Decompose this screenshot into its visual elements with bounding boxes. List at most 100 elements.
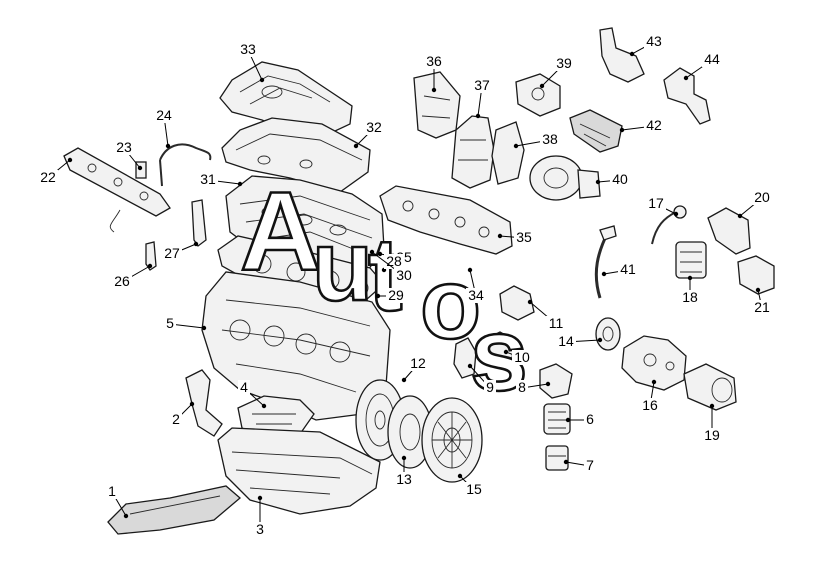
callout-9: 9 [467, 363, 496, 395]
callout-number-7: 7 [586, 457, 594, 473]
callout-4: 4 [238, 379, 267, 409]
callout-41: 41 [601, 261, 638, 277]
callout-label-bg-23 [114, 140, 134, 155]
callout-label-bg-9 [484, 380, 496, 395]
part-injection-pump [621, 335, 687, 391]
callout-16: 16 [640, 379, 660, 413]
callout-26: 26 [112, 263, 153, 289]
part-catalytic-converter [451, 115, 495, 189]
callout-number-41: 41 [620, 261, 636, 277]
callout-number-3: 3 [256, 521, 264, 537]
callout-label-bg-32 [364, 120, 384, 135]
callout-label-bg-18 [680, 290, 700, 305]
callout-34: 34 [466, 267, 486, 303]
callout-number-42: 42 [646, 117, 662, 133]
callout-number-35: 35 [516, 229, 532, 245]
callout-label-bg-14 [556, 334, 576, 349]
callout-label-bg-24 [154, 108, 174, 123]
callout-label-bg-15 [464, 482, 484, 497]
callout-number-37: 37 [474, 77, 490, 93]
callout-number-30: 30 [396, 267, 412, 283]
leader-dot-23 [137, 165, 143, 171]
leader-dot-14 [597, 337, 603, 343]
callout-number-2: 2 [172, 411, 180, 427]
callout-label-bg-44 [702, 52, 722, 67]
callout-number-16: 16 [642, 397, 658, 413]
callout-21: 21 [752, 287, 772, 315]
callout-13: 13 [394, 455, 414, 487]
callout-27: 27 [162, 241, 199, 261]
callout-number-14: 14 [558, 333, 574, 349]
callout-label-bg-16 [640, 398, 660, 413]
callout-label-bg-5 [164, 316, 176, 331]
callout-43: 43 [629, 33, 664, 57]
part-turbo-heat-shield [569, 109, 623, 153]
callout-number-21: 21 [754, 299, 770, 315]
callout-number-39: 39 [556, 55, 572, 71]
leader-dot-38 [513, 143, 519, 149]
leader-dot-32 [353, 143, 359, 149]
leader-dot-44 [683, 75, 689, 81]
callout-18: 18 [680, 275, 700, 305]
leader-dot-7 [563, 459, 569, 465]
callout-label-bg-21 [752, 300, 772, 315]
callout-number-12: 12 [410, 355, 426, 371]
callout-number-13: 13 [396, 471, 412, 487]
part-heat-shield [413, 71, 461, 139]
callout-label-bg-39 [554, 56, 574, 71]
part-egr-valve [515, 73, 561, 117]
callout-3: 3 [254, 495, 266, 537]
callout-number-20: 20 [754, 189, 770, 205]
callout-number-36: 36 [426, 53, 442, 69]
callout-22: 22 [38, 157, 73, 185]
callout-label-bg-30 [394, 268, 414, 283]
callout-42: 42 [619, 117, 664, 133]
callout-label-bg-17 [646, 196, 666, 211]
callout-number-38: 38 [542, 131, 558, 147]
leader-dot-1 [123, 513, 129, 519]
callout-label-bg-36 [424, 54, 444, 69]
part-oil-pickup [185, 369, 223, 437]
callout-label-bg-35 [514, 230, 534, 245]
part-engine-cover [219, 61, 353, 139]
callout-number-31: 31 [200, 171, 216, 187]
callout-label-bg-41 [618, 262, 638, 277]
callout-35: 35 [497, 229, 534, 245]
callout-31: 31 [198, 171, 243, 187]
callout-label-bg-20 [752, 190, 772, 205]
leader-dot-19 [709, 403, 715, 409]
leader-dot-10 [503, 349, 509, 355]
callout-38: 38 [513, 131, 560, 149]
callout-label-bg-31 [198, 172, 218, 187]
leader-dot-40 [595, 179, 601, 185]
callout-14: 14 [556, 333, 603, 349]
part-underbody-shield [107, 485, 242, 535]
part-mount-bracket [707, 207, 751, 255]
callout-number-23: 23 [116, 139, 132, 155]
callout-number-19: 19 [704, 427, 720, 443]
callout-label-bg-3 [254, 522, 266, 537]
leader-dot-13 [401, 455, 407, 461]
leader-dot-21 [755, 287, 761, 293]
callout-number-5: 5 [166, 315, 174, 331]
callout-12: 12 [401, 355, 428, 383]
part-fuel-line [159, 143, 212, 187]
callout-number-9: 9 [486, 379, 494, 395]
callout-40: 40 [595, 171, 630, 187]
callout-label-bg-27 [162, 246, 182, 261]
callout-label-bg-1 [106, 484, 118, 499]
leader-dot-11 [527, 299, 533, 305]
callout-30: 30 [369, 249, 414, 283]
callout-20: 20 [737, 189, 772, 219]
callout-label-bg-12 [408, 356, 428, 371]
callout-label-bg-29 [386, 288, 406, 303]
callout-label-bg-26 [112, 274, 132, 289]
callout-number-40: 40 [612, 171, 628, 187]
part-injector [191, 199, 207, 247]
callout-number-1: 1 [108, 483, 116, 499]
callout-number-44: 44 [704, 51, 720, 67]
part-oil-filter [543, 403, 571, 435]
callout-32: 32 [353, 119, 384, 149]
callout-number-34: 34 [468, 287, 484, 303]
